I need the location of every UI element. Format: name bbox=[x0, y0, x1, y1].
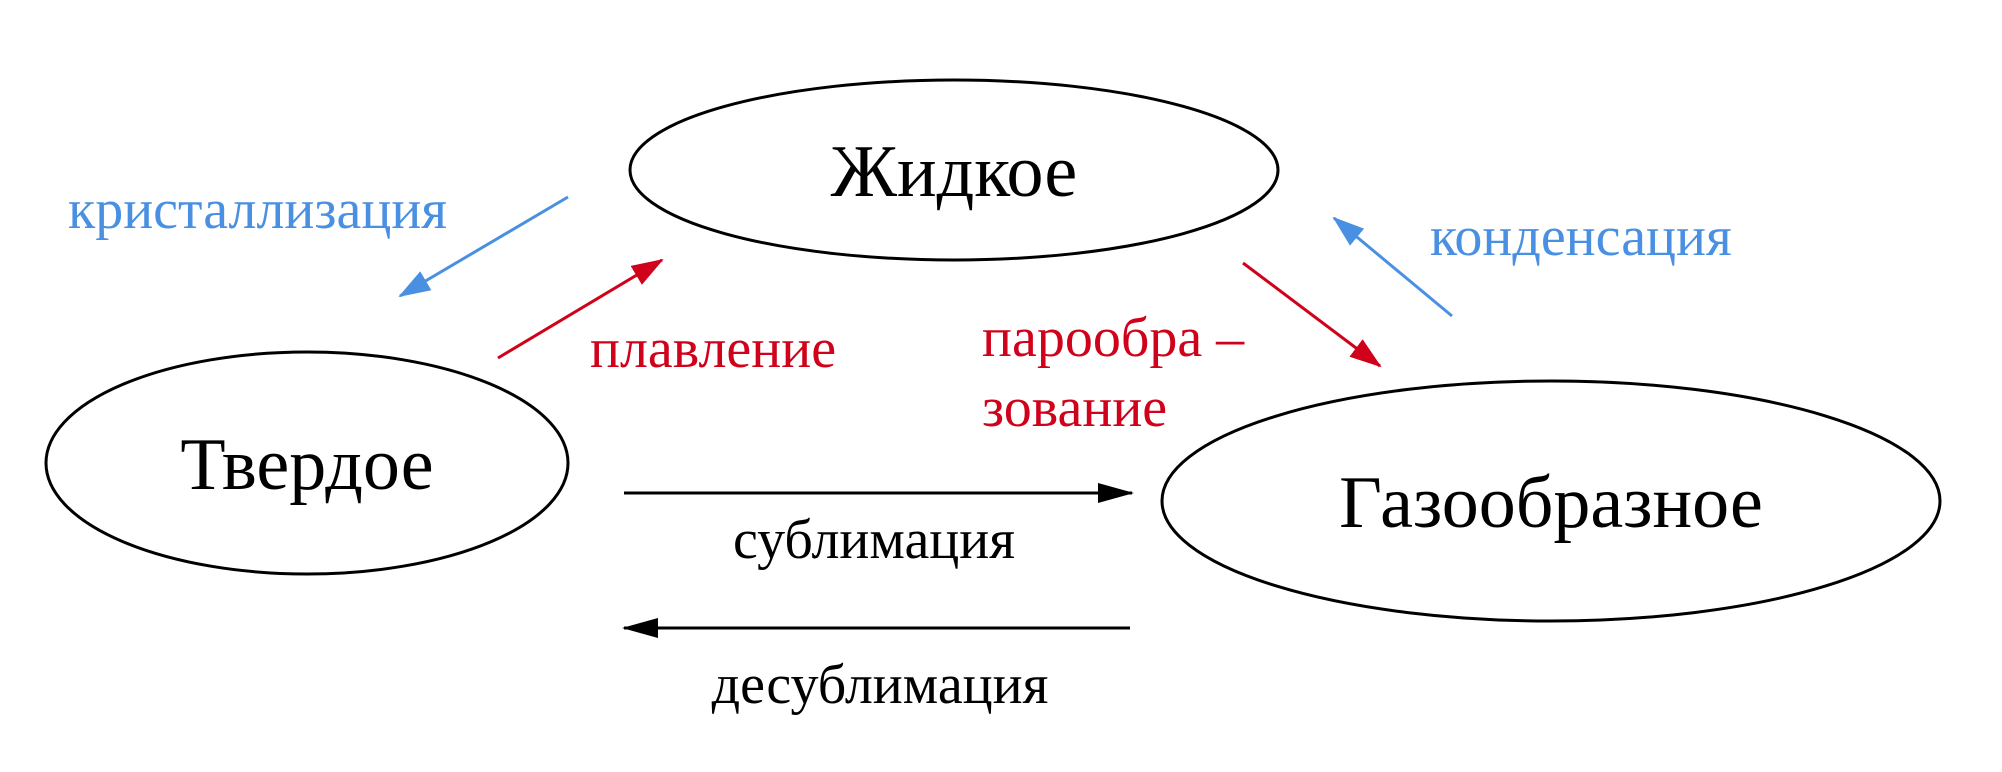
state-solid-ellipse bbox=[44, 350, 570, 576]
label-condensation: конденсация bbox=[1430, 206, 1732, 268]
state-liquid-ellipse bbox=[628, 78, 1280, 262]
state-solid: Твердое bbox=[44, 350, 570, 576]
state-gas-label: Газообразное bbox=[1339, 462, 1763, 544]
state-liquid: Жидкое bbox=[628, 78, 1280, 262]
arrow-crystallization bbox=[398, 195, 569, 298]
label-crystallization: кристаллизация bbox=[68, 179, 447, 241]
state-solid-label: Твердое bbox=[180, 424, 433, 506]
arrow-vaporization bbox=[1242, 261, 1382, 368]
state-gas: Газообразное bbox=[1160, 379, 1942, 623]
label-desublimation: десублимация bbox=[712, 654, 1049, 716]
label-melting: плавление bbox=[590, 318, 836, 380]
label-vaporization-line1: парообра – bbox=[982, 307, 1245, 369]
label-vaporization-line2: зование bbox=[982, 377, 1167, 439]
state-gas-ellipse bbox=[1160, 379, 1942, 623]
label-sublimation: сублимация bbox=[733, 509, 1015, 571]
arrow-condensation bbox=[1332, 216, 1453, 318]
state-liquid-label: Жидкое bbox=[831, 131, 1078, 213]
arrow-melting bbox=[497, 258, 664, 360]
